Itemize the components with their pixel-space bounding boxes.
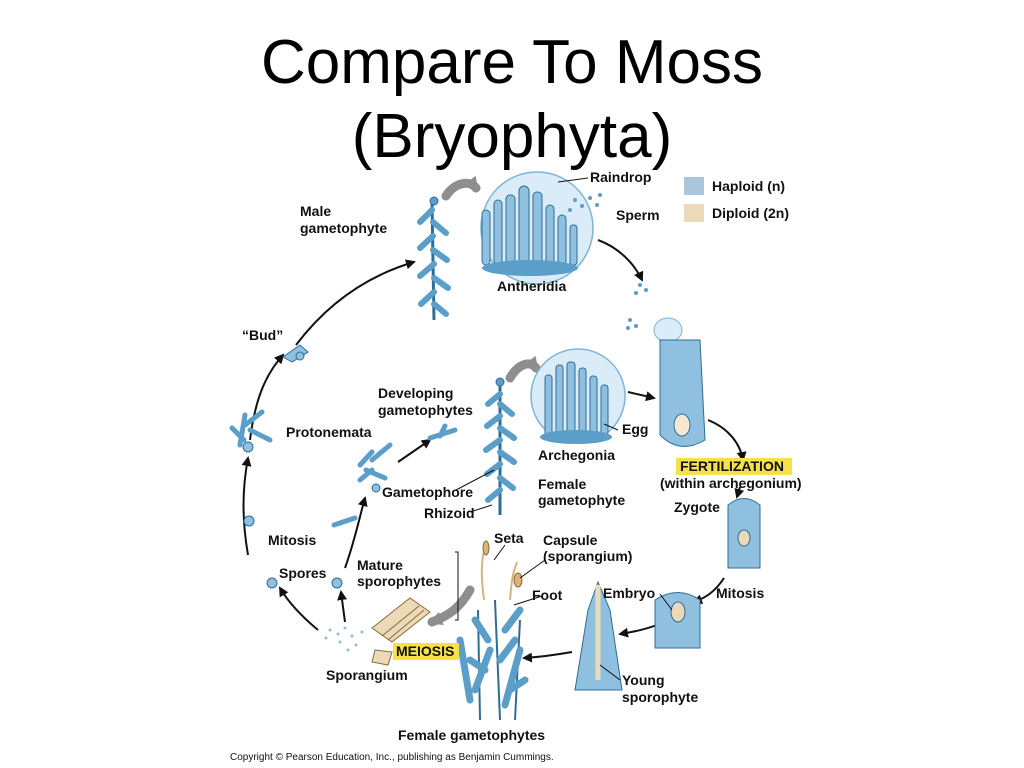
label-bud: “Bud” [242, 327, 283, 343]
diploid-swatch [684, 204, 704, 222]
label-sperm: Sperm [616, 207, 660, 223]
label-young-2: sporophyte [622, 689, 698, 705]
label-male-gametophyte-1: Male [300, 203, 331, 219]
label-fertilization: FERTILIZATION [680, 458, 784, 474]
label-seta: Seta [494, 530, 524, 546]
label-sporangium: Sporangium [326, 667, 408, 683]
label-embryo: Embryo [603, 585, 655, 601]
label-within-archegonium: (within archegonium) [660, 475, 802, 491]
page-title-line-1: Compare To Moss [261, 28, 763, 97]
label-spores: Spores [279, 565, 327, 581]
meiosis-highlight [393, 643, 459, 660]
label-female-gametophyte-2: gametophyte [538, 492, 625, 508]
zygote-figure [727, 498, 761, 569]
legend-diploid: Diploid (2n) [712, 205, 789, 221]
leader-lines [455, 177, 673, 681]
antheridia-cluster [480, 171, 594, 285]
label-meiosis: MEIOSIS [396, 643, 454, 659]
female-gametophyte-plant [483, 377, 517, 515]
mature-sporophyte-plants [456, 540, 529, 721]
grey-arrows [427, 175, 541, 627]
archegonium-column [653, 317, 706, 447]
label-mature-2: sporophytes [357, 573, 441, 589]
label-female-gametophyte-1: Female [538, 476, 586, 492]
label-developing-2: gametophytes [378, 402, 473, 418]
cycle-arrows [241, 239, 747, 663]
label-capsule-2: (sporangium) [543, 548, 632, 564]
haploid-swatch [684, 177, 704, 195]
label-developing-1: Developing [378, 385, 453, 401]
label-capsule-1: Capsule [543, 532, 598, 548]
protonemata-figures [229, 344, 458, 589]
label-zygote: Zygote [674, 499, 720, 515]
sporangium-figure [324, 597, 431, 666]
label-antheridia: Antheridia [497, 278, 566, 294]
label-female-gametophytes: Female gametophytes [398, 727, 545, 743]
legend-haploid: Haploid (n) [712, 178, 785, 194]
label-male-gametophyte-2: gametophyte [300, 220, 387, 236]
archegonia-cluster [530, 348, 626, 444]
copyright-notice: Copyright © Pearson Education, Inc., pub… [230, 752, 554, 763]
label-young-1: Young [622, 672, 665, 688]
label-raindrop: Raindrop [590, 169, 651, 185]
label-gametophore: Gametophore [382, 484, 473, 500]
label-foot: Foot [532, 587, 563, 603]
sperm-dots [568, 193, 648, 330]
young-sporophyte-figure [574, 580, 623, 691]
label-mitosis-right: Mitosis [716, 585, 764, 601]
embryo-figure [654, 592, 701, 649]
male-gametophyte-plant [417, 196, 451, 321]
label-egg: Egg [622, 421, 648, 437]
label-mature-1: Mature [357, 557, 403, 573]
label-archegonia: Archegonia [538, 447, 615, 463]
label-protonemata: Protonemata [286, 424, 372, 440]
page-title-line-2: (Bryophyta) [351, 102, 673, 171]
fertilization-highlight [676, 458, 792, 475]
label-mitosis-left: Mitosis [268, 532, 316, 548]
label-rhizoid: Rhizoid [424, 505, 475, 521]
